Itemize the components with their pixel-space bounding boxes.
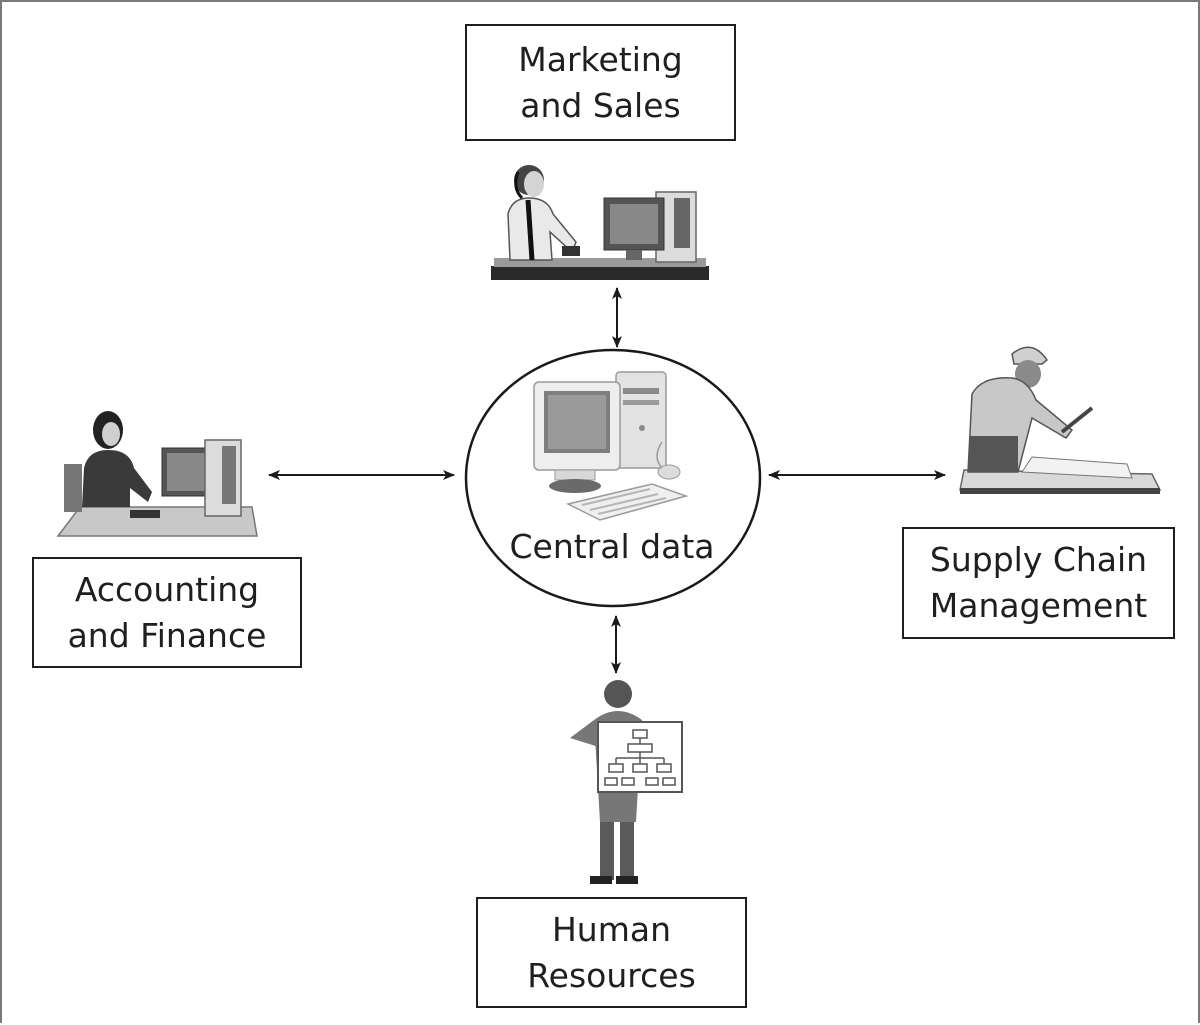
person-holding-org-chart-icon bbox=[570, 680, 683, 884]
supply-chain-label-line1: Supply Chain bbox=[929, 540, 1148, 579]
supply-chain-management-box: Supply Chain Management bbox=[902, 527, 1175, 639]
accounting-and-finance-box: Accounting and Finance bbox=[32, 557, 302, 668]
accounting-label-line1: Accounting bbox=[74, 569, 260, 609]
supply-chain-label-line2: Management bbox=[929, 586, 1148, 625]
accountant-at-computer-icon bbox=[56, 411, 258, 537]
marketing-label-line2: and Sales bbox=[520, 85, 681, 125]
marketing-and-sales-box: Marketing and Sales bbox=[465, 24, 736, 141]
human-resources-label-line1: Human bbox=[551, 909, 671, 949]
engineer-reviewing-blueprints-icon bbox=[959, 346, 1162, 494]
human-resources-box: Human Resources bbox=[476, 897, 747, 1008]
central-data-label: Central data bbox=[509, 527, 715, 566]
accounting-label-line2: and Finance bbox=[67, 615, 267, 655]
desktop-computer-icon bbox=[533, 371, 689, 521]
human-resources-label-line2: Resources bbox=[527, 955, 696, 995]
salesperson-at-computer-icon bbox=[491, 165, 709, 280]
marketing-label-line1: Marketing bbox=[518, 39, 683, 79]
